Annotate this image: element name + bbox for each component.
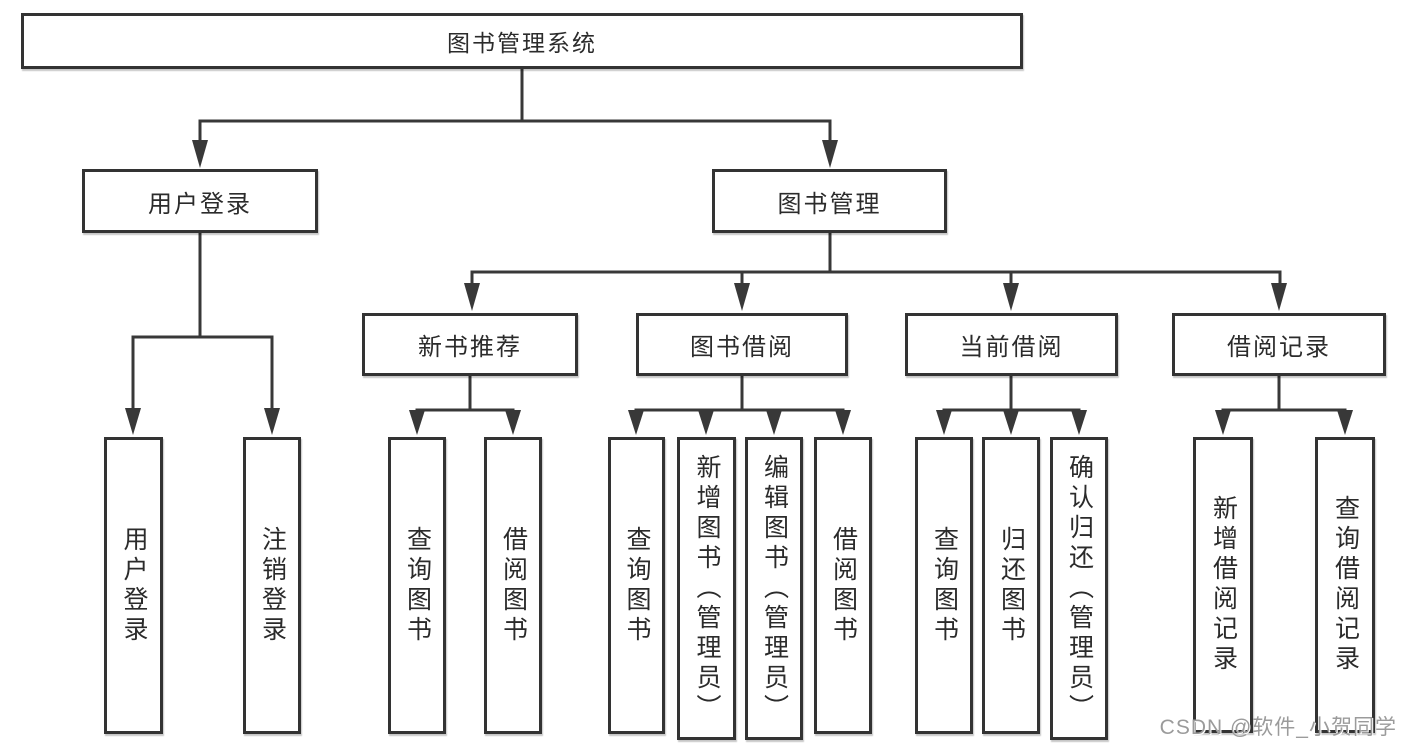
- leaf-edit-books-admin: 编辑图书（管理员）: [745, 437, 803, 740]
- node-user-login: 用户登录: [82, 169, 318, 233]
- node-current-borrowing: 当前借阅: [905, 313, 1118, 376]
- leaf-query-borrow-record: 查询借阅记录: [1315, 437, 1375, 733]
- node-library-management-system: 图书管理系统: [21, 13, 1023, 69]
- leaf-add-borrow-record: 新增借阅记录: [1193, 437, 1253, 733]
- leaf-confirm-return-admin: 确认归还（管理员）: [1050, 437, 1108, 740]
- node-book-management: 图书管理: [712, 169, 947, 233]
- leaf-logout: 注销登录: [243, 437, 301, 734]
- leaf-borrow-books: 借阅图书: [814, 437, 872, 734]
- leaf-add-books-admin: 新增图书（管理员）: [677, 437, 736, 740]
- leaf-query-books-recommend: 查询图书: [388, 437, 446, 734]
- leaf-user-login: 用户登录: [104, 437, 163, 734]
- csdn-watermark: CSDN @软件_小贺同学: [1159, 716, 1397, 739]
- node-borrowing-records: 借阅记录: [1172, 313, 1386, 376]
- leaf-query-books-current: 查询图书: [915, 437, 973, 734]
- node-book-borrowing: 图书借阅: [636, 313, 848, 376]
- leaf-query-books-borrowing: 查询图书: [608, 437, 665, 734]
- leaf-return-books: 归还图书: [982, 437, 1040, 734]
- node-new-book-recommendation: 新书推荐: [362, 313, 578, 376]
- leaf-borrow-books-recommend: 借阅图书: [484, 437, 542, 734]
